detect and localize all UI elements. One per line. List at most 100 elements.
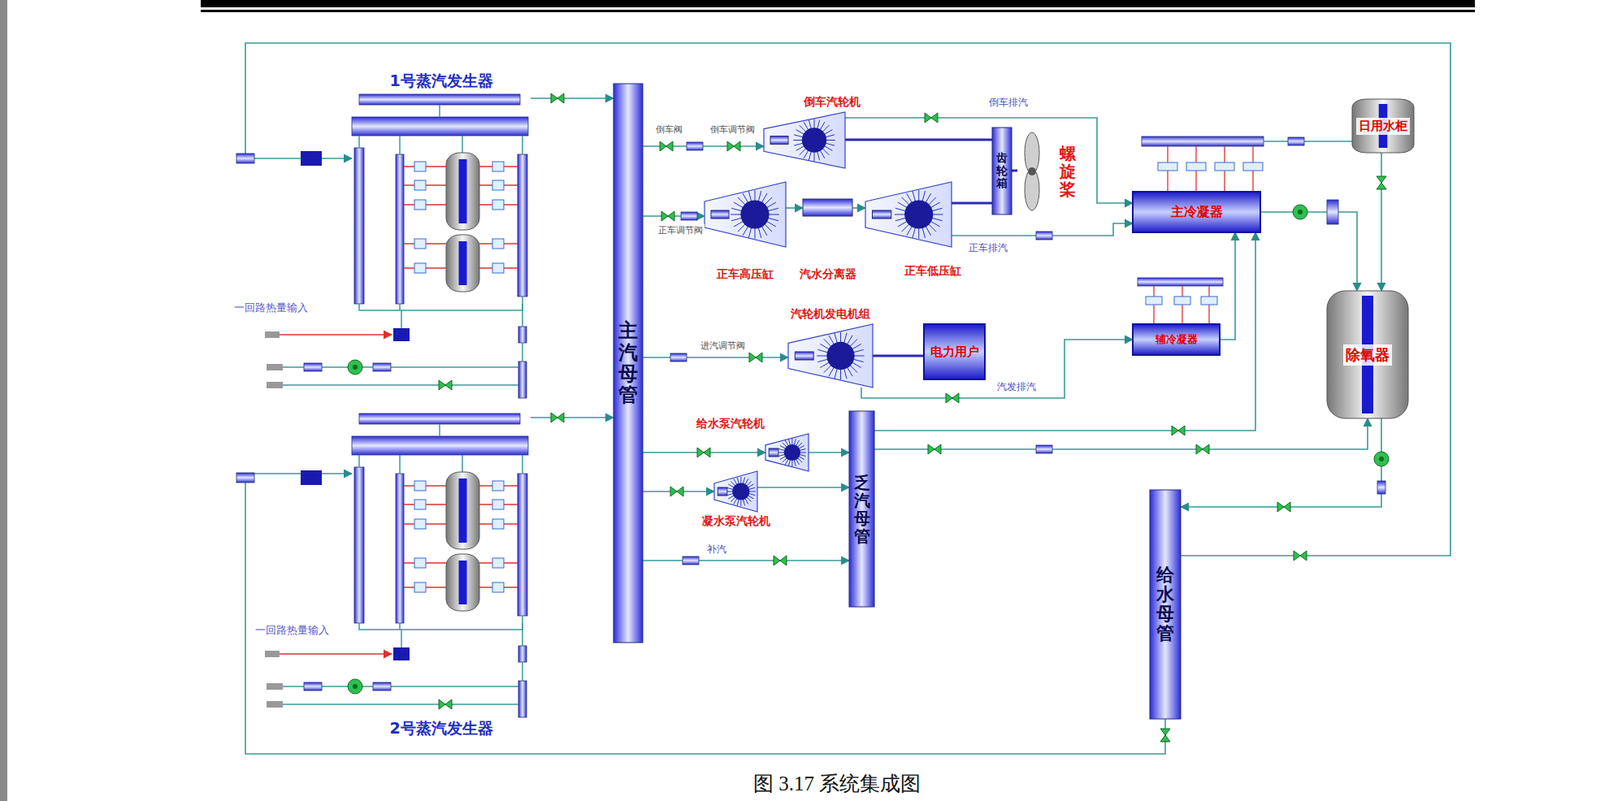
tube-module [492,481,504,491]
drain-line [1181,304,1183,325]
turbine-shape [763,112,846,169]
pipe-fitting [372,363,391,372]
gearbox: 齿轮箱 [992,127,1012,215]
turbine-shape [714,471,758,512]
tube-module [1157,162,1178,171]
pipe [521,342,524,362]
valve-symbol [550,412,564,423]
pump-symbol [352,364,358,370]
pipe-connector [852,207,866,209]
pipe-stub [266,364,283,371]
turbine-inlet [711,210,729,219]
deaerator: 除氧器 [1326,290,1409,419]
pipe [400,629,403,648]
turbine-rotor [732,482,750,500]
tube-module [492,199,504,210]
pipe-connector [1380,152,1383,291]
turbine-shape [704,182,786,248]
turbine-casing [788,324,873,388]
pipe-fitting [372,682,391,691]
turbine-casing [763,112,846,169]
pipe-stub [264,650,280,658]
pipe-connector [245,473,1166,755]
pipe-connector [874,418,1368,450]
pipe [1263,140,1353,143]
pipe [398,135,401,155]
tube-module [414,238,426,249]
steam-generator: 2号蒸汽发生器 [351,413,531,716]
drum-core [459,478,468,543]
heat-input-line [270,333,392,336]
condenser: 辅冷凝器 [1132,324,1220,356]
valve-label: 倒车调节阀 [708,123,757,136]
shaft-connector [1011,169,1018,173]
pipe [359,615,523,630]
turbine-casing [714,471,758,512]
turbine-shape [788,324,873,388]
propeller-hub [1027,167,1037,176]
drain-line [1252,146,1254,163]
valve-symbol [1171,425,1185,436]
pipe-fitting [686,142,703,151]
pipe-stub [264,331,280,339]
pipe-fitting [1036,445,1053,454]
turbine: 汽轮机发电机组 [788,324,873,388]
tube-module [414,481,426,491]
pipe-connector [1180,418,1382,508]
drum-core [459,241,468,286]
separator: 汽水分离器 [802,199,853,217]
turbine-casing [704,182,786,248]
riser [395,473,404,624]
drum-vessel [446,234,480,292]
tube-module [414,582,426,593]
pipe-connector [642,559,850,562]
drain-line [1166,170,1168,192]
pipe-connector [642,356,789,359]
condenser: 主冷凝器 [1132,191,1261,233]
turbine: 凝水泵汽轮机 [714,471,758,512]
header-body [992,127,1012,215]
pipe [438,104,441,118]
drain-line [1223,146,1225,163]
pipe [358,135,360,148]
turbine-inlet [768,448,779,457]
valve-symbol [924,112,938,123]
tube-module [492,161,504,172]
heat-input-label: 一回路热量输入 [253,623,331,638]
pipe-connector [1260,212,1358,291]
turbine-shape [765,433,809,472]
tube-module [492,519,504,529]
header-rule [200,0,1475,8]
pipe [521,662,524,681]
pipe [398,623,401,630]
heat-input-line [270,653,392,655]
steam-header: 主汽母管 [613,83,643,643]
tank-body [1352,99,1414,153]
pipe [461,135,464,153]
box-body [1132,191,1261,233]
tube-module [1243,162,1263,171]
valve-symbol [945,393,959,404]
turbine: 正车低压缸 [865,182,952,248]
tube-module [492,238,504,249]
pipe-fitting [303,682,322,691]
tube-module [414,558,426,569]
pipe-connector [757,486,850,489]
edge-label: 补汽 [705,542,729,557]
tube-module [414,199,426,210]
riser [517,473,528,616]
pipe-connector [530,416,614,419]
pipe [273,384,519,386]
pipe-section [518,680,527,718]
tube-module [414,519,426,529]
turbine-rotor [740,199,769,229]
node-label: 除氧器 [1343,344,1392,366]
pipe-stub [266,683,283,690]
pipe-fitting [1326,199,1339,225]
valve-symbol [1277,502,1291,512]
drain-line [1181,286,1183,297]
tube-module [414,161,426,172]
node-label: 电力用户 [930,344,980,360]
pipe-connector [245,43,1451,556]
steam-generator: 1号蒸汽发生器 [351,94,531,399]
